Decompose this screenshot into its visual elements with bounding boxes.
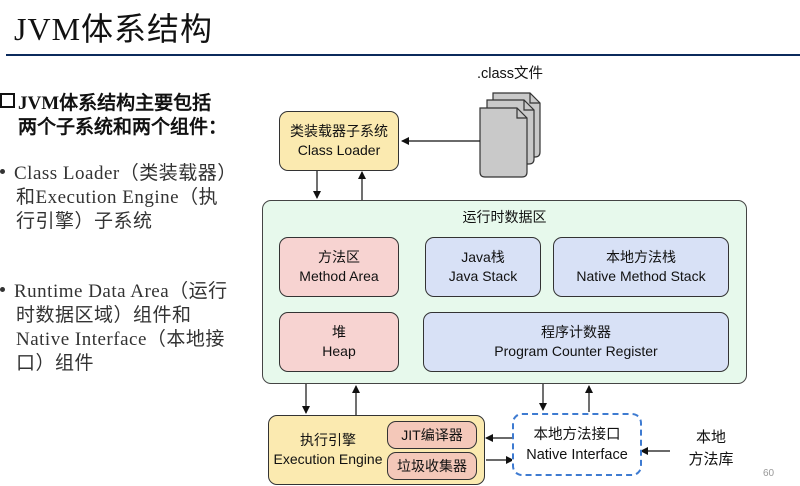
execution-engine-label: 执行引擎 Execution Engine [273,431,383,469]
native-method-stack-en: Native Method Stack [576,268,706,284]
method-area-cn: 方法区 [318,249,360,265]
native-interface-en: Native Interface [526,446,628,463]
slide-title: JVM体系结构 [14,11,214,47]
bullet-dot-icon [0,169,5,174]
checkbox-bullet-icon [0,93,15,108]
garbage-collector-box: 垃圾收集器 [387,452,477,480]
left-text-panel: JVM体系结构主要包括两个子系统和两个组件： Class Loader（类装载器… [0,92,230,376]
native-library-line2: 方法库 [688,451,734,468]
bullet-item: Runtime Data Area（运行时数据区域）组件和Native Inte… [0,280,230,376]
native-interface-cn: 本地方法接口 [533,426,621,443]
class-files-icon [479,92,541,178]
method-area-box: 方法区 Method Area [279,237,399,297]
bullet-text: Runtime Data Area（运行时数据区域）组件和Native Inte… [14,281,228,374]
class-loader-cn: 类装载器子系统 [290,123,388,139]
title-divider [6,54,800,56]
jit-compiler-box: JIT编译器 [387,421,477,449]
class-loader-box: 类装载器子系统 Class Loader [279,111,399,171]
heap-cn: 堆 [332,324,346,340]
native-interface-box: 本地方法接口 Native Interface [512,413,642,476]
bullet-dot-icon [0,287,5,292]
runtime-data-area-label: 运行时数据区 [462,209,547,225]
bullet-text: Class Loader（类装载器）和Execution Engine（执行引擎… [14,163,228,232]
native-library-label: 本地 方法库 [676,427,746,471]
bullet-item: Class Loader（类装载器）和Execution Engine（执行引擎… [0,162,230,234]
class-files-label: .class文件 [476,66,544,82]
program-counter-box: 程序计数器 Program Counter Register [423,312,729,372]
class-loader-en: Class Loader [297,142,381,158]
java-stack-cn: Java栈 [461,249,505,265]
native-method-stack-cn: 本地方法栈 [606,249,676,265]
program-counter-en: Program Counter Register [494,343,658,359]
jit-compiler-label: JIT编译器 [401,426,463,443]
heap-en: Heap [322,343,356,359]
native-method-stack-box: 本地方法栈 Native Method Stack [553,237,729,297]
lead-paragraph: JVM体系结构主要包括两个子系统和两个组件： [0,92,230,140]
execution-engine-en: Execution Engine [273,451,383,467]
native-library-line1: 本地 [695,429,726,446]
java-stack-box: Java栈 Java Stack [425,237,541,297]
program-counter-cn: 程序计数器 [541,324,611,340]
lead-text: JVM体系结构主要包括两个子系统和两个组件： [18,93,228,138]
page-number: 60 [763,468,775,479]
java-stack-en: Java Stack [448,268,518,284]
method-area-en: Method Area [299,268,379,284]
execution-engine-cn: 执行引擎 [300,432,356,448]
heap-box: 堆 Heap [279,312,399,372]
garbage-collector-label: 垃圾收集器 [397,457,467,474]
